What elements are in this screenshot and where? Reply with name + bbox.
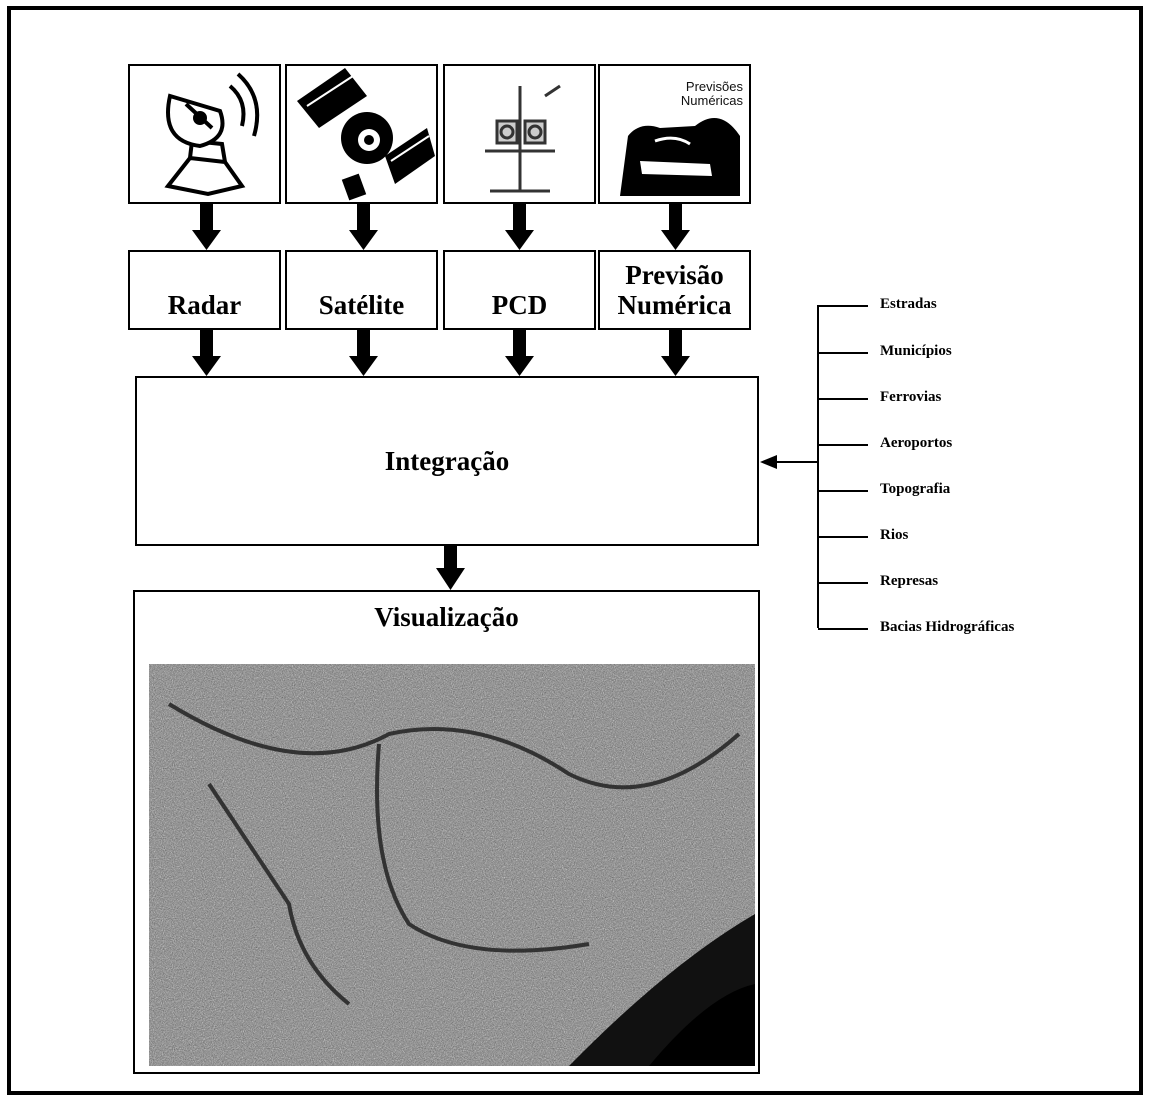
arrow-radar-down: [192, 204, 221, 250]
integration-label: Integração: [384, 445, 510, 476]
pcd-label: PCD: [491, 290, 548, 320]
forecast-label: Previsão Numérica: [617, 260, 732, 320]
weather-station-icon: [485, 84, 561, 193]
arrow-satellite-integration: [349, 330, 378, 376]
layers-list: Estradas Municípios Ferrovias Aeroportos…: [810, 290, 1140, 640]
radar-box: Radar: [128, 250, 281, 330]
satellite-box: Satélite: [285, 250, 438, 330]
satellite-icon-box: [285, 64, 438, 204]
arrow-radar-integration: [192, 330, 221, 376]
forecast-box: Previsão Numérica: [598, 250, 751, 330]
radar-label: Radar: [167, 290, 242, 320]
arrow-forecast-down: [661, 204, 690, 250]
arrow-integration-visualization: [436, 546, 465, 590]
numerical-forecast-icon: [620, 118, 740, 196]
arrow-layers-integration: [760, 455, 818, 469]
arrow-satellite-down: [349, 204, 378, 250]
forecast-icon-box: Previsões Numéricas: [598, 64, 751, 204]
arrow-pcd-down: [505, 204, 534, 250]
satellite-label: Satélite: [318, 290, 405, 320]
radar-dish-icon: [164, 72, 260, 197]
pcd-box: PCD: [443, 250, 596, 330]
pcd-icon-box: [443, 64, 596, 204]
visualization-title: Visualização: [374, 602, 519, 632]
arrow-pcd-integration: [505, 330, 534, 376]
visualization-box: Visualização: [133, 590, 760, 1074]
arrow-forecast-integration: [661, 330, 690, 376]
integration-box: Integração: [135, 376, 759, 546]
diagram-frame: [7, 6, 1143, 1095]
satellite-map-image: [149, 664, 755, 1066]
forecast-icon-caption: Previsões Numéricas: [680, 79, 743, 108]
satellite-icon: [297, 68, 435, 201]
radar-icon-box: [128, 64, 281, 204]
